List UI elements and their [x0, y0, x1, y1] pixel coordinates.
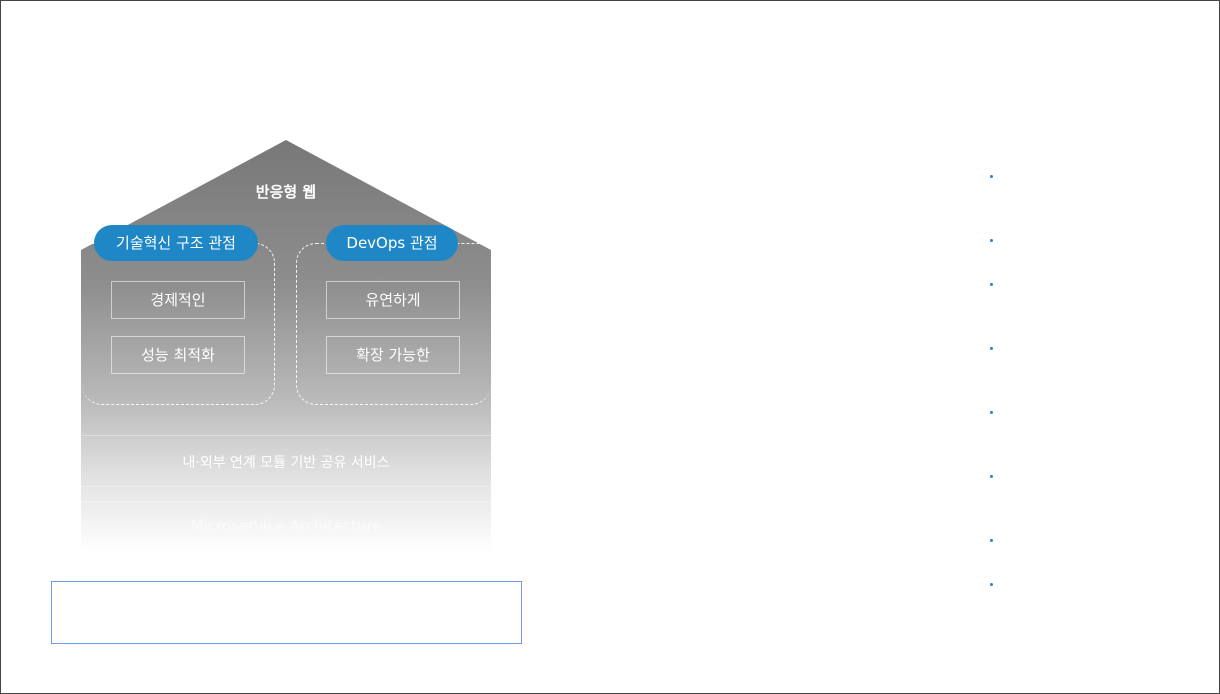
- shared-service-band: 내·외부 연계 모듈 기반 공유 서비스: [182, 455, 390, 471]
- list-bullet: [990, 539, 993, 542]
- band-divider: [81, 435, 491, 436]
- list-bullet: [990, 583, 993, 586]
- list-bullet: [990, 175, 993, 178]
- devops-pill: DevOps 관점: [326, 225, 458, 261]
- item-flexible: 유연하게: [326, 281, 460, 319]
- list-bullet: [990, 475, 993, 478]
- msa-band: Microservice Architecture: [190, 517, 382, 535]
- list-bullet: [990, 239, 993, 242]
- tech-innovation-group: [82, 243, 275, 405]
- item-economical: 경제적인: [111, 281, 245, 319]
- list-bullet: [990, 347, 993, 350]
- devops-group: [296, 243, 491, 405]
- roof-title: 반응형 웹: [255, 183, 317, 201]
- item-performance-optimization: 성능 최적화: [111, 336, 245, 374]
- list-bullet: [990, 283, 993, 286]
- caption-box: [51, 581, 522, 644]
- band-divider: [81, 486, 491, 487]
- list-bullet: [990, 411, 993, 414]
- tech-innovation-pill: 기술혁신 구조 관점: [94, 225, 258, 261]
- architecture-house-diagram: 반응형 웹 경제적인 성능 최적화 유연하게 확장 가능한 내·외부 연계 모듈…: [81, 140, 491, 552]
- band-divider: [81, 501, 491, 502]
- item-scalable: 확장 가능한: [326, 336, 460, 374]
